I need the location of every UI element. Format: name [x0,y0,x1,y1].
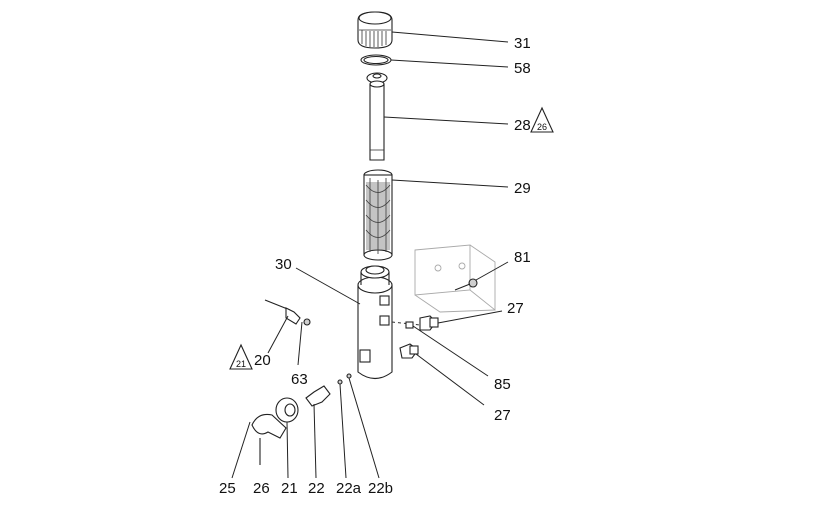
mounting-bracket-ghost [414,244,496,313]
part-27-fitting-upper [419,315,439,331]
part-22-fitting [305,385,331,407]
part-21-nut [275,397,299,423]
callout-63: 63 [291,371,308,388]
leader-lines [231,31,509,479]
part-28-tube [366,72,388,161]
callout-27-lower: 27 [494,407,511,424]
part-31-cap [357,11,393,49]
part-20-sensor [264,299,301,325]
part-29-filter [363,169,393,261]
part-63-washer [303,318,311,326]
part-30-housing [357,265,393,380]
part-81-screw [454,278,478,291]
callout-85: 85 [494,376,511,393]
triangle-icon-20: 21 [229,343,253,370]
callout-22: 22 [308,480,325,497]
callout-27-upper: 27 [507,300,524,317]
callout-81: 81 [514,249,531,266]
part-58-o-ring [360,54,392,66]
part-27-fitting-lower [399,343,419,359]
part-85 [405,321,414,329]
callout-26: 26 [253,480,270,497]
callout-20: 20 [254,352,271,369]
callout-28: 28 [514,117,531,134]
part-25-clip [251,413,287,439]
callout-31: 31 [514,35,531,52]
callout-29: 29 [514,180,531,197]
callout-labels: 31 58 28 29 81 30 27 20 85 63 27 25 26 2… [219,35,531,497]
callout-25: 25 [219,480,236,497]
part-22b [346,373,352,379]
callout-22b: 22b [368,480,393,497]
callout-22a: 22a [336,480,362,497]
triangle-label-28: 26 [537,122,547,132]
callout-58: 58 [514,60,531,77]
callout-30: 30 [275,256,292,273]
triangle-label-20: 21 [236,359,246,369]
part-22a [337,379,343,385]
callout-21: 21 [281,480,298,497]
triangle-icon-28: 26 [530,106,554,133]
